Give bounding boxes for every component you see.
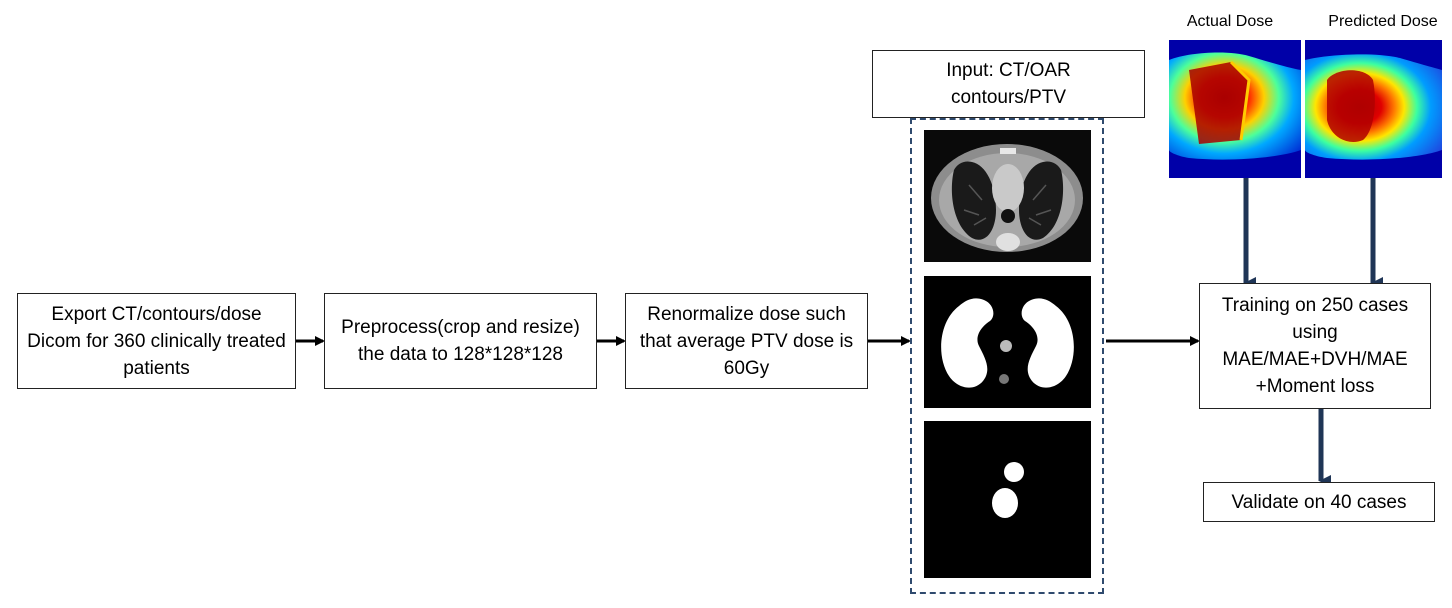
validate-step-box: Validate on 40 cases xyxy=(1203,482,1435,522)
ptv-mask-image xyxy=(924,421,1091,578)
export-step-box: Export CT/contours/dose Dicom for 360 cl… xyxy=(17,293,296,389)
renormalize-step-box: Renormalize dose such that average PTV d… xyxy=(625,293,868,389)
actual-dose-map xyxy=(1169,40,1301,178)
preprocess-step-box: Preprocess(crop and resize) the data to … xyxy=(324,293,597,389)
oar-contours-image xyxy=(924,276,1091,408)
training-step-box: Training on 250 cases using MAE/MAE+DVH/… xyxy=(1199,283,1431,409)
export-step-text: Export CT/contours/dose Dicom for 360 cl… xyxy=(27,303,286,379)
input-label-box: Input: CT/OAR contours/PTV xyxy=(872,50,1145,118)
ct-slice-image xyxy=(924,130,1091,262)
predicted-dose-map xyxy=(1305,40,1442,178)
renormalize-step-text: Renormalize dose such that average PTV d… xyxy=(639,303,854,379)
preprocess-step-text: Preprocess(crop and resize) the data to … xyxy=(341,317,580,365)
input-images-panel xyxy=(910,118,1104,594)
input-label-text: Input: CT/OAR contours/PTV xyxy=(946,60,1071,108)
predicted-dose-label: Predicted Dose xyxy=(1328,13,1438,30)
validate-step-text: Validate on 40 cases xyxy=(1231,491,1407,513)
training-step-text: Training on 250 cases using MAE/MAE+DVH/… xyxy=(1221,295,1409,397)
actual-dose-label: Actual Dose xyxy=(1186,13,1274,30)
